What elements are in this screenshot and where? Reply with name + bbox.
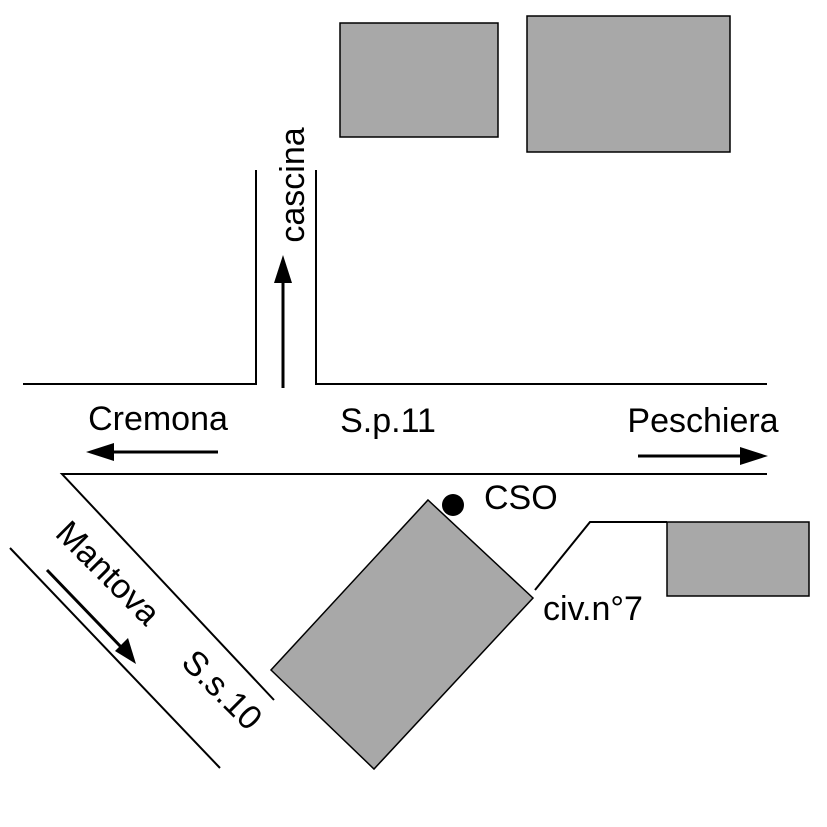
arrow-peschiera-head	[740, 447, 768, 465]
road-sp11-north-edge-right	[315, 170, 767, 385]
arrow-cremona	[86, 443, 218, 461]
building-cso	[269, 498, 535, 771]
label-peschiera: Peschiera	[627, 402, 778, 440]
arrow-cascina	[274, 255, 292, 388]
building-top-left	[339, 22, 499, 138]
label-cremona: Cremona	[88, 400, 228, 438]
arrow-cascina-head	[274, 255, 292, 283]
cso-marker	[442, 494, 464, 516]
arrow-peschiera	[638, 447, 768, 465]
label-cascina: cascina	[274, 127, 312, 242]
label-cso: CSO	[484, 479, 558, 517]
arrow-cremona-head	[86, 443, 114, 461]
label-civico: civ.n°7	[543, 590, 643, 628]
label-mantova: Mantova	[48, 514, 167, 633]
road-side-street	[534, 521, 667, 591]
arrow-mantova	[45, 568, 136, 664]
road-ss10-outer-edge	[9, 547, 221, 769]
road-sp11-south-edge	[59, 473, 767, 701]
arrow-mantova-head	[115, 638, 136, 664]
building-top-right	[526, 15, 731, 153]
label-ss10: S.s.10	[174, 643, 269, 738]
building-right	[666, 521, 810, 597]
label-sp11: S.p.11	[340, 402, 436, 440]
road-sp11-north-edge	[23, 170, 257, 385]
